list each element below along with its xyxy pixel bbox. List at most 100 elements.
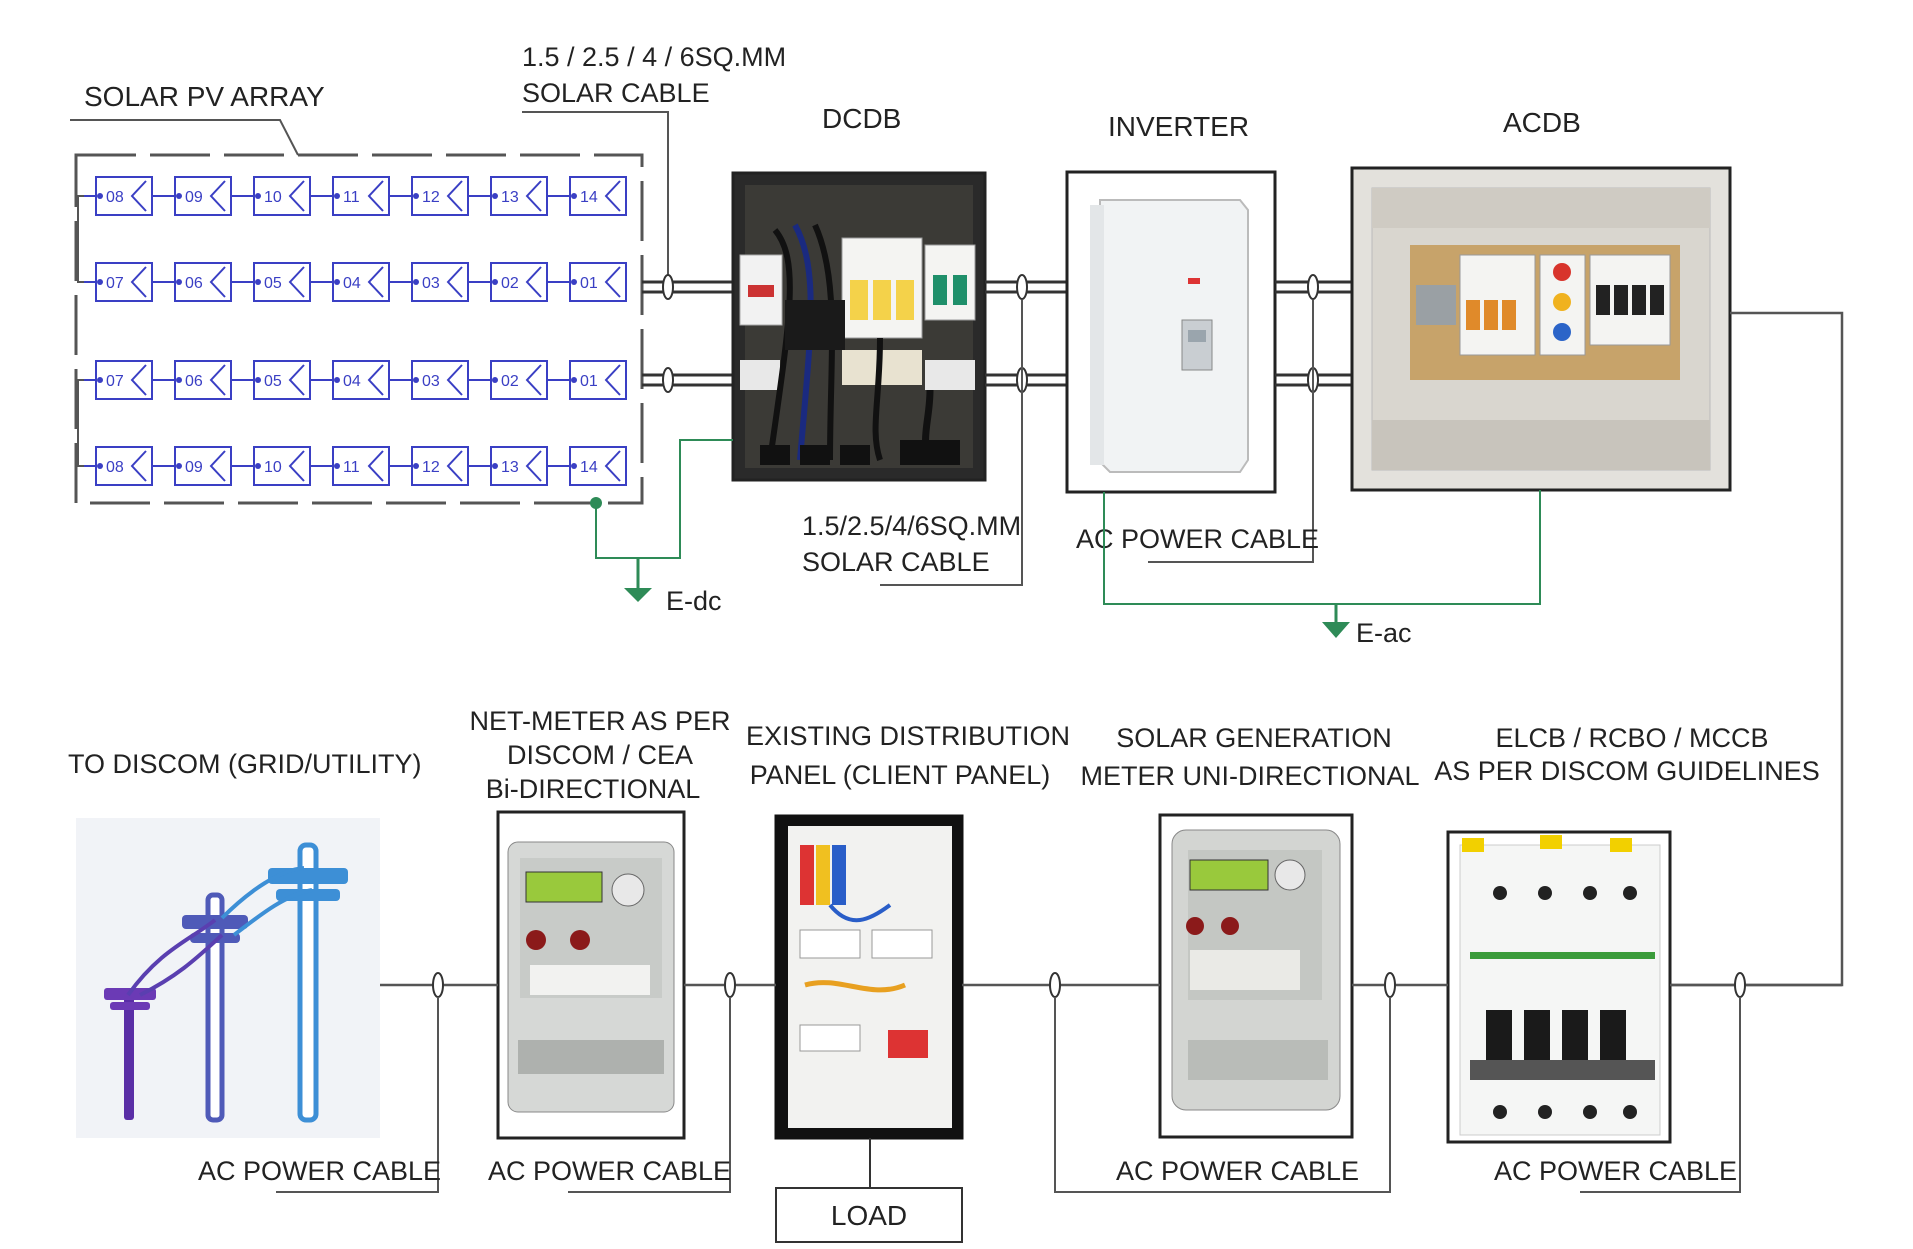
pv-module-label: 04	[343, 373, 361, 390]
net-meter-label-3: Bi-DIRECTIONAL	[486, 774, 701, 804]
inverter-label: INVERTER	[1108, 111, 1249, 142]
pv-module-label: 11	[343, 459, 360, 476]
cable-gland-b3	[1049, 972, 1061, 998]
load-label: LOAD	[831, 1200, 907, 1231]
pv-module-label: 11	[343, 189, 360, 206]
pv-module-label: 04	[343, 275, 361, 292]
distribution-panel-image	[774, 814, 964, 1140]
generation-meter-image	[1158, 813, 1354, 1139]
pv-module-label: 07	[106, 373, 124, 390]
pv-string-return	[77, 195, 84, 283]
pv-module-label: 14	[580, 189, 598, 206]
acdb-label: ACDB	[1503, 107, 1581, 138]
pv-module-label: 03	[422, 373, 440, 390]
pv-array-boundary	[74, 153, 644, 505]
pv-module-label: 05	[264, 373, 282, 390]
pv-module-label: 05	[264, 275, 282, 292]
pv-module: 08	[95, 176, 153, 216]
pv-module-label: 06	[185, 275, 203, 292]
pv-module-label: 08	[106, 189, 124, 206]
pv-module: 09	[174, 176, 232, 216]
pv-module: 01	[569, 262, 627, 302]
pv-module-label: 02	[501, 373, 519, 390]
pv-module: 02	[490, 262, 548, 302]
cable-gland-b1	[432, 972, 444, 998]
cable-gland-b5	[1734, 972, 1746, 998]
earth-dc-label: E-dc	[666, 586, 722, 616]
pv-module: 11	[332, 446, 390, 486]
pv-module: 07	[95, 262, 153, 302]
pv-module: 13	[490, 446, 548, 486]
cable-gland-b4	[1384, 972, 1396, 998]
pv-module: 03	[411, 262, 469, 302]
pv-module: 11	[332, 176, 390, 216]
earth-dc-symbol	[624, 558, 652, 602]
ac-cable-leader-4	[1580, 997, 1741, 1193]
pv-module-label: 10	[264, 189, 282, 206]
solar-pv-array-label: SOLAR PV ARRAY	[84, 81, 325, 112]
pv-module: 07	[95, 360, 153, 400]
to-discom-label: TO DISCOM (GRID/UTILITY)	[68, 749, 422, 779]
gen-meter-label-1: SOLAR GENERATION	[1116, 723, 1392, 753]
ac-cable-leader-2	[568, 997, 731, 1193]
cable-gland-2	[662, 367, 674, 393]
acdb-box	[1350, 166, 1732, 492]
ac-power-cable-bottom-2: AC POWER CABLE	[488, 1156, 731, 1186]
earth-dc-node	[590, 497, 602, 509]
pv-label-leader	[70, 119, 299, 156]
pv-module: 05	[253, 262, 311, 302]
pv-module: 09	[174, 446, 232, 486]
pv-module: 14	[569, 446, 627, 486]
pv-module-label: 06	[185, 373, 203, 390]
pv-module: 02	[490, 360, 548, 400]
cable-gland-3	[1016, 274, 1028, 300]
pv-module: 06	[174, 360, 232, 400]
dist-panel-label-2: PANEL (CLIENT PANEL)	[750, 760, 1051, 790]
pv-module-label: 12	[422, 459, 440, 476]
load-box	[775, 1187, 963, 1243]
cable-gland-1	[662, 274, 674, 300]
pv-module: 10	[253, 176, 311, 216]
earth-dc-wire-2	[638, 439, 733, 559]
ac-cable-top-leader	[1148, 300, 1314, 563]
gen-meter-label-2: METER UNI-DIRECTIONAL	[1080, 761, 1419, 791]
ac-cable-leader-1	[276, 997, 439, 1193]
cable-top-leader	[522, 111, 669, 280]
ac-power-cable-bottom-3: AC POWER CABLE	[1116, 1156, 1359, 1186]
pv-module: 12	[411, 446, 469, 486]
elcb-image	[1446, 830, 1672, 1144]
pv-module: 10	[253, 446, 311, 486]
elcb-label-1: ELCB / RCBO / MCCB	[1495, 723, 1768, 753]
ac-power-cable-bottom-1: AC POWER CABLE	[198, 1156, 441, 1186]
ac-cable-leader-3	[1054, 997, 1391, 1193]
net-meter-label-1: NET-METER AS PER	[469, 706, 730, 736]
pv-string-return	[77, 379, 84, 467]
pv-module-label: 01	[580, 373, 598, 390]
pv-module-label: 02	[501, 275, 519, 292]
pv-module-label: 03	[422, 275, 440, 292]
pv-module-label: 13	[501, 189, 519, 206]
dist-panel-label-1: EXISTING DISTRIBUTION	[746, 721, 1070, 751]
pv-module-label: 12	[422, 189, 440, 206]
cable-gland-5	[1307, 274, 1319, 300]
pv-module-label: 09	[185, 189, 203, 206]
dcdb-label: DCDB	[822, 103, 901, 134]
dcdb-box	[731, 171, 987, 482]
pv-module-label: 09	[185, 459, 203, 476]
cable-mid-leader	[880, 300, 1023, 586]
cable-top-label-1: 1.5 / 2.5 / 4 / 6SQ.MM	[522, 42, 786, 72]
pv-module: 12	[411, 176, 469, 216]
pv-module: 04	[332, 360, 390, 400]
ac-power-cable-bottom-4: AC POWER CABLE	[1494, 1156, 1737, 1186]
cable-mid-label-1: 1.5/2.5/4/6SQ.MM	[802, 511, 1021, 541]
earth-ac-label: E-ac	[1356, 618, 1412, 648]
earth-dc-wire	[595, 500, 638, 559]
pv-module-label: 08	[106, 459, 124, 476]
net-meter-image	[496, 810, 686, 1140]
utility-pole-image	[76, 818, 380, 1138]
pv-module-label: 13	[501, 459, 519, 476]
ac-power-cable-top-label: AC POWER CABLE	[1076, 524, 1319, 554]
pv-module: 06	[174, 262, 232, 302]
pv-module: 08	[95, 446, 153, 486]
